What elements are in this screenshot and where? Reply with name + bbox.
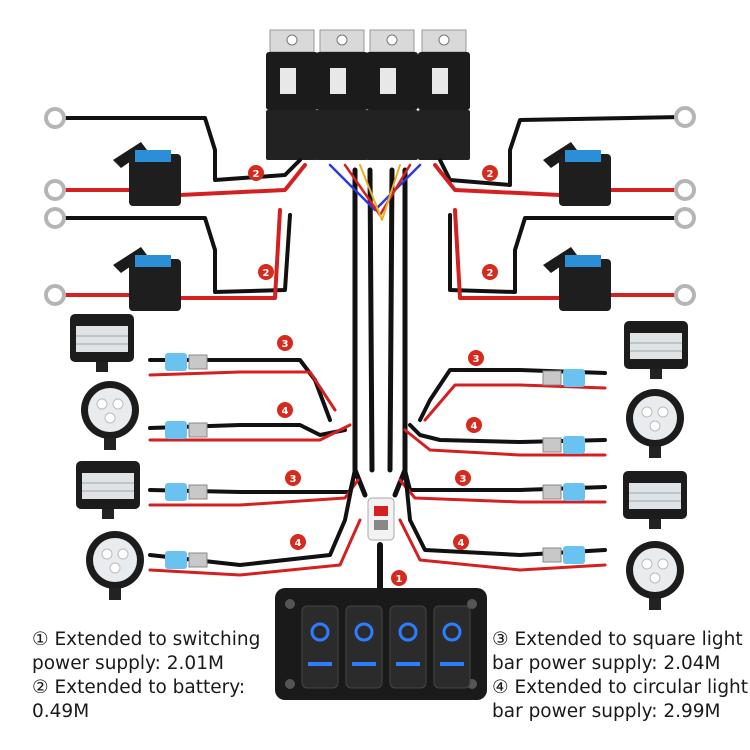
- legend-switching-line2: power supply: 2.01M: [32, 653, 224, 674]
- badge-battery: 2: [258, 264, 274, 280]
- rocker-switch-icon: [275, 588, 487, 700]
- badge-circular-light: 4: [277, 402, 293, 418]
- badge-battery: 2: [482, 165, 498, 181]
- svg-text:4: 4: [282, 406, 289, 417]
- badge-square-light: 3: [285, 470, 301, 486]
- badge-circular-light: 4: [453, 534, 469, 550]
- badge-circular-light: 4: [290, 534, 306, 550]
- svg-text:4: 4: [295, 538, 302, 549]
- svg-text:2: 2: [487, 169, 494, 180]
- badge-square-light: 3: [277, 335, 293, 351]
- wire-bundle: [58, 115, 684, 603]
- number-badges: 2 2 2 2 3 3 3 3 4 4 4 4 1: [248, 165, 498, 586]
- square-light-icon: [69, 313, 689, 530]
- legend-switching-line1: ① Extended to switching: [32, 629, 261, 650]
- svg-text:4: 4: [471, 421, 478, 432]
- legend-circular-line1: ④ Extended to circular light: [492, 677, 749, 698]
- badge-switch-panel: 1: [391, 570, 407, 586]
- svg-text:2: 2: [253, 169, 260, 180]
- legend-circular-line2: bar power supply: 2.99M: [492, 701, 721, 722]
- svg-text:3: 3: [473, 354, 480, 365]
- badge-battery: 2: [248, 165, 264, 181]
- relay-icon: [265, 29, 471, 161]
- center-connector: [367, 497, 395, 541]
- legend-battery-line1: ② Extended to battery:: [32, 677, 246, 698]
- badge-square-light: 3: [468, 350, 484, 366]
- svg-text:4: 4: [458, 538, 465, 549]
- legend-left: ① Extended to switching power supply: 2.…: [32, 628, 260, 724]
- svg-text:3: 3: [460, 474, 467, 485]
- badge-battery: 2: [482, 264, 498, 280]
- svg-text:2: 2: [263, 268, 270, 279]
- legend-battery-line2: 0.49M: [32, 701, 90, 722]
- svg-text:1: 1: [396, 574, 403, 585]
- svg-text:3: 3: [290, 474, 297, 485]
- badge-square-light: 3: [455, 470, 471, 486]
- svg-text:3: 3: [282, 339, 289, 350]
- badge-circular-light: 4: [466, 417, 482, 433]
- legend-right: ③ Extended to square light bar power sup…: [492, 628, 748, 724]
- svg-text:2: 2: [487, 268, 494, 279]
- legend-square-line1: ③ Extended to square light: [492, 629, 743, 650]
- legend-square-line2: bar power supply: 2.04M: [492, 653, 721, 674]
